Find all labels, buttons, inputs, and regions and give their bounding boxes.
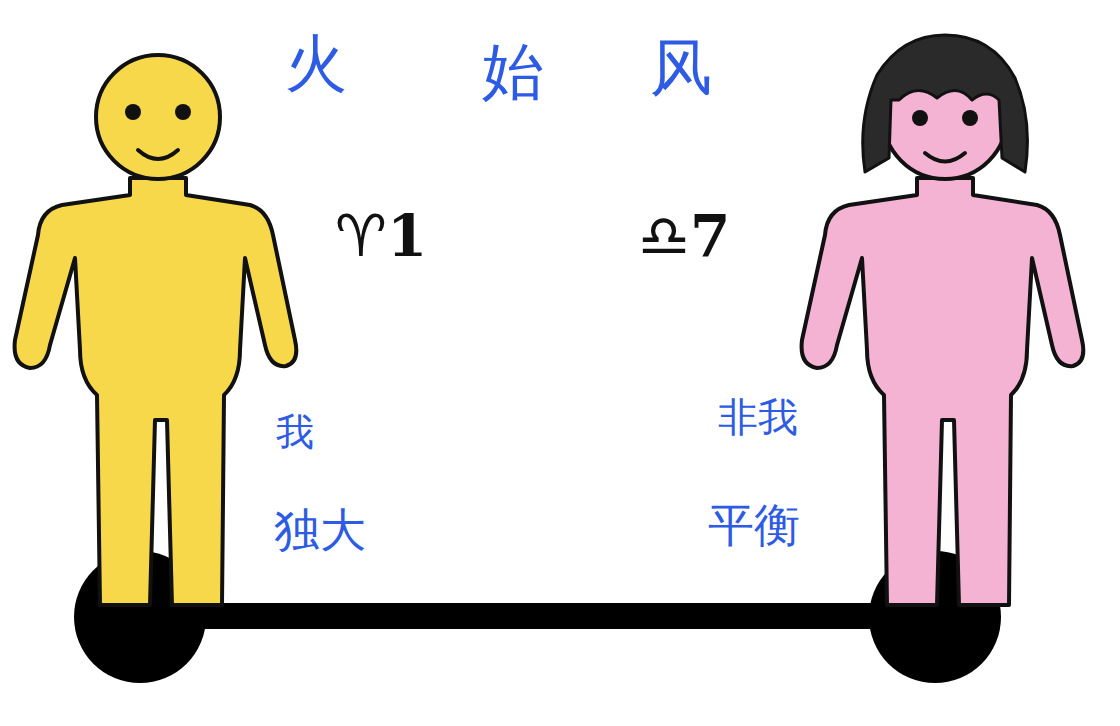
- handwritten-note: 风: [650, 34, 712, 102]
- handwritten-note: 平衡: [708, 500, 800, 551]
- zodiac-house-label: ♎7: [638, 205, 730, 269]
- zodiac-house-label: ♈1: [335, 205, 427, 269]
- handwritten-note: 独大: [274, 505, 366, 556]
- handwritten-note: 火: [285, 30, 347, 98]
- connecting-bar: [140, 603, 935, 629]
- yellow-figure: [15, 55, 297, 605]
- handwritten-note: 非我: [718, 395, 798, 439]
- handwritten-note: 始: [482, 38, 544, 106]
- pink-figure: [802, 35, 1084, 605]
- handwritten-note: 我: [276, 412, 314, 454]
